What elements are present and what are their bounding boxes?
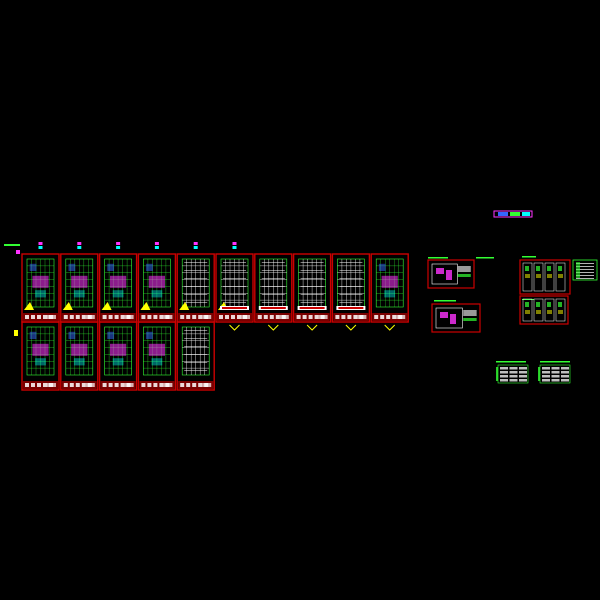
legend-titleline — [496, 361, 526, 363]
drawing-sheet[interactable] — [21, 321, 60, 391]
sheet-frame — [215, 253, 254, 323]
title-block — [61, 381, 97, 389]
title-block — [217, 313, 252, 321]
north-arrow-icon — [24, 302, 34, 310]
stair-sheet[interactable] — [519, 295, 569, 325]
legend-group — [496, 361, 571, 384]
legend-block[interactable] — [496, 364, 529, 384]
drawing-sheet[interactable] — [21, 242, 60, 323]
structural-grid — [181, 326, 210, 376]
title-block — [100, 381, 136, 389]
sheet-frame — [254, 253, 293, 323]
stair-drawing — [522, 262, 566, 292]
drawing-sheet[interactable] — [137, 242, 177, 323]
title-block — [61, 313, 97, 321]
floor-plan — [104, 326, 132, 376]
drawing-sheet[interactable] — [98, 242, 138, 323]
legend-block[interactable] — [538, 364, 571, 384]
drawing-sheet[interactable] — [176, 242, 215, 323]
floor-plan — [26, 258, 55, 308]
title-block — [139, 313, 175, 321]
floor-plan — [26, 326, 55, 376]
drawing-sheet[interactable] — [292, 253, 332, 331]
drawing-sheet[interactable] — [176, 321, 215, 391]
stair-sheet-titleline — [522, 256, 536, 258]
chevron-down-icon — [306, 324, 318, 331]
detail-sheet[interactable] — [431, 303, 481, 333]
detail-sheet[interactable] — [427, 259, 475, 289]
sheet-marker — [38, 242, 43, 245]
chevron-down-icon — [267, 324, 279, 331]
side-legend[interactable] — [572, 259, 598, 281]
structural-grid — [337, 258, 365, 308]
title-block — [139, 381, 175, 389]
chevron-down-icon — [345, 324, 357, 331]
structural-grid — [220, 258, 249, 308]
detail-sheet-titleline — [428, 257, 448, 259]
drawing-sheet[interactable] — [60, 321, 99, 391]
sheet-frame — [176, 321, 215, 391]
drawing-sheet[interactable] — [137, 321, 177, 391]
sheet-frame — [292, 253, 332, 323]
north-arrow-icon — [62, 302, 73, 310]
floor-plan — [65, 326, 94, 376]
drawing-sheet[interactable] — [254, 253, 293, 331]
title-block — [23, 381, 58, 389]
detail-sheet-titleline — [434, 300, 456, 302]
floor-plan — [104, 258, 132, 308]
left-row-label-top — [4, 244, 20, 254]
chevron-down-icon — [384, 324, 396, 331]
sheet-marker — [77, 242, 82, 245]
floor-plan — [143, 258, 171, 308]
sheet-row-top — [21, 242, 409, 331]
legend-titleline — [540, 361, 570, 363]
north-arrow-icon — [101, 302, 112, 310]
floor-plan — [143, 326, 171, 376]
left-row-label-bottom — [14, 330, 18, 336]
sheet-frame — [60, 321, 99, 391]
side-legend-lines — [576, 262, 594, 279]
title-strip — [493, 210, 533, 218]
detail-drawing — [435, 307, 477, 329]
sheet-frame — [331, 253, 371, 323]
sheet-frame — [21, 321, 60, 391]
sheet-marker — [154, 242, 159, 245]
sheet-marker — [232, 242, 237, 245]
sheet-marker — [116, 242, 121, 245]
stair-drawing — [522, 298, 566, 322]
drawing-sheet[interactable] — [331, 253, 371, 331]
floor-plan — [375, 258, 404, 308]
stair-sheet[interactable] — [519, 259, 571, 295]
title-block — [255, 313, 291, 321]
drawing-sheet[interactable] — [370, 253, 409, 331]
structural-grid — [259, 258, 288, 308]
sheet-frame — [98, 321, 138, 391]
stair-sheet-group — [519, 256, 598, 325]
sheet-frame — [370, 253, 409, 323]
title-block — [23, 313, 58, 321]
detail-sheet-group — [427, 257, 494, 333]
sheet-row-bottom — [21, 321, 215, 391]
chevron-down-icon — [229, 324, 240, 331]
title-block — [294, 313, 330, 321]
stair-sheet-titleline — [522, 299, 534, 300]
title-block — [100, 313, 136, 321]
drawing-sheet[interactable] — [215, 242, 254, 331]
detail-drawing — [431, 263, 471, 285]
sheet-frame — [137, 321, 177, 391]
sheet-marker — [193, 242, 198, 245]
north-arrow-icon — [140, 302, 151, 310]
structural-grid — [181, 258, 210, 308]
drawing-sheet[interactable] — [60, 242, 99, 323]
title-block — [372, 313, 408, 321]
title-block — [178, 381, 214, 389]
title-block — [178, 313, 214, 321]
north-arrow-icon — [179, 302, 190, 310]
detail-sheet-titleline — [476, 257, 494, 259]
floor-plan — [65, 258, 94, 308]
title-block — [333, 313, 369, 321]
drawing-sheet[interactable] — [98, 321, 138, 391]
